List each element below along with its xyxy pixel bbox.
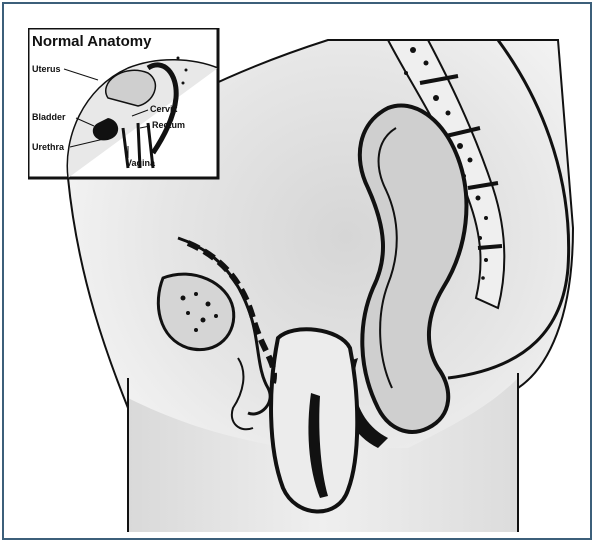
label-rectum: Rectum <box>152 120 185 130</box>
pelvic-anatomy-illustration: Normal Anatomy Uterus Cervix Bladder Rec… <box>28 28 582 532</box>
inset-title: Normal Anatomy <box>32 33 152 50</box>
label-bladder: Bladder <box>32 112 66 122</box>
label-urethra: Urethra <box>32 142 65 152</box>
label-cervix: Cervix <box>150 104 178 114</box>
figure-frame: Normal Anatomy Uterus Cervix Bladder Rec… <box>2 2 592 540</box>
label-vagina: Vagina <box>126 158 156 168</box>
label-uterus: Uterus <box>32 64 61 74</box>
normal-anatomy-inset: Normal Anatomy Uterus Cervix Bladder Rec… <box>28 28 218 178</box>
